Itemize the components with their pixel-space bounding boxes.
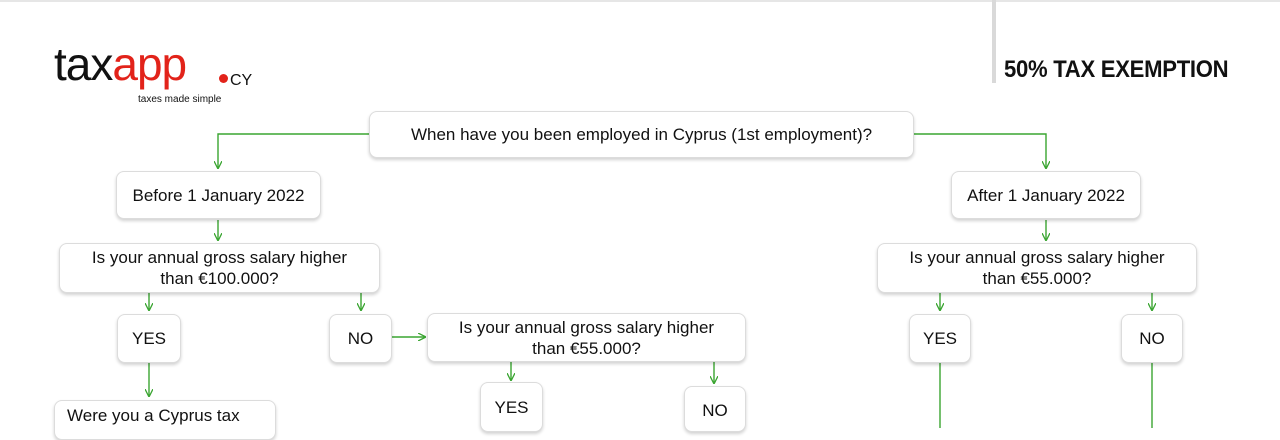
- left-tax-resident-text: Were you a Cyprus tax: [67, 406, 240, 425]
- question-employment-text: When have you been employed in Cyprus (1…: [410, 125, 873, 144]
- before-2022-node: Before 1 January 2022: [116, 171, 321, 219]
- top-border: [0, 0, 1280, 2]
- mid-no-node: NO: [684, 386, 746, 432]
- taxapp-logo: taxapp CY taxes made simple: [54, 36, 254, 112]
- right-no-node: NO: [1121, 314, 1183, 363]
- left-yes-text: YES: [131, 329, 167, 348]
- logo-wordmark: taxapp: [54, 36, 187, 92]
- left-yes-node: YES: [117, 314, 181, 363]
- logo-dot-icon: [219, 74, 228, 83]
- left-salary-100k-text: Is your annual gross salary higher than …: [91, 248, 348, 288]
- connector-question-to-before: [218, 133, 370, 168]
- left-no-node: NO: [329, 314, 392, 363]
- logo-tagline: taxes made simple: [138, 94, 222, 105]
- after-2022-node: After 1 January 2022: [951, 171, 1141, 219]
- left-salary-100k-node: Is your annual gross salary higher than …: [59, 243, 380, 293]
- right-salary-55k-text: Is your annual gross salary higher than …: [909, 248, 1165, 288]
- before-2022-text: Before 1 January 2022: [132, 185, 305, 205]
- right-yes-text: YES: [922, 329, 958, 348]
- right-no-text: NO: [1139, 329, 1165, 348]
- logo-letters-ax: ax: [65, 38, 114, 90]
- flowchart-connectors: [0, 133, 1280, 428]
- mid-salary-55k-text: Is your annual gross salary higher than …: [458, 317, 715, 358]
- after-2022-text: After 1 January 2022: [967, 185, 1125, 205]
- mid-yes-text: YES: [494, 397, 529, 417]
- question-employment-node: When have you been employed in Cyprus (1…: [369, 111, 914, 158]
- left-no-text: NO: [347, 329, 374, 348]
- page-title: 50% TAX EXEMPTION: [1004, 56, 1229, 83]
- mid-yes-node: YES: [480, 382, 543, 432]
- connector-question-to-after: [913, 133, 1046, 168]
- mid-no-text: NO: [702, 401, 728, 420]
- mid-salary-55k-node: Is your annual gross salary higher than …: [427, 313, 746, 362]
- right-salary-55k-node: Is your annual gross salary higher than …: [877, 243, 1197, 293]
- logo-letters-app: app: [112, 38, 187, 90]
- logo-letter-t: t: [54, 38, 67, 90]
- right-yes-node: YES: [909, 314, 971, 363]
- header-divider: [992, 0, 996, 83]
- left-tax-resident-node: Were you a Cyprus tax: [54, 400, 276, 440]
- logo-suffix: CY: [230, 72, 253, 89]
